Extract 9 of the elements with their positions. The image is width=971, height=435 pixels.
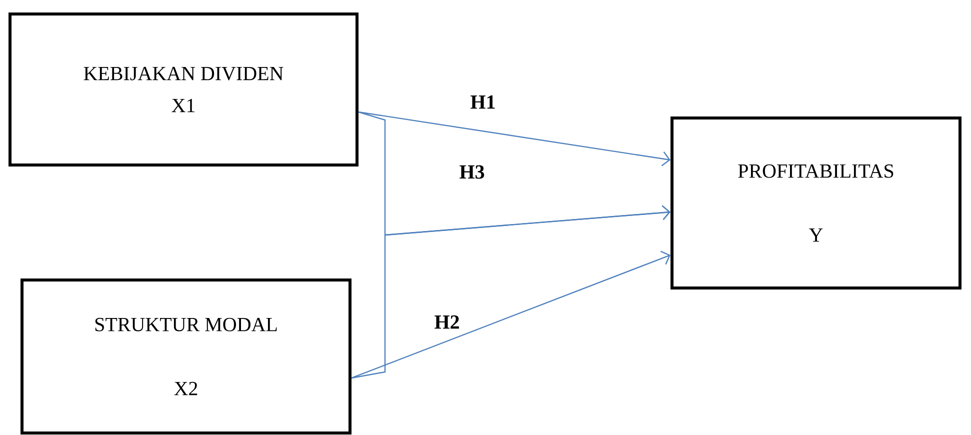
edge-label: H2 bbox=[433, 314, 461, 330]
variable-box: KEBIJAKAN DIVIDEN X1 bbox=[8, 12, 358, 166]
variable-box: STRUKTUR MODAL X2 bbox=[20, 278, 352, 434]
variable-box: PROFITABILITAS Y bbox=[670, 116, 962, 290]
arrow bbox=[351, 250, 670, 379]
arrow bbox=[358, 111, 670, 166]
edge-label: H1 bbox=[469, 94, 497, 110]
bracket-arrow bbox=[351, 111, 670, 379]
edge-label: H3 bbox=[458, 164, 486, 180]
